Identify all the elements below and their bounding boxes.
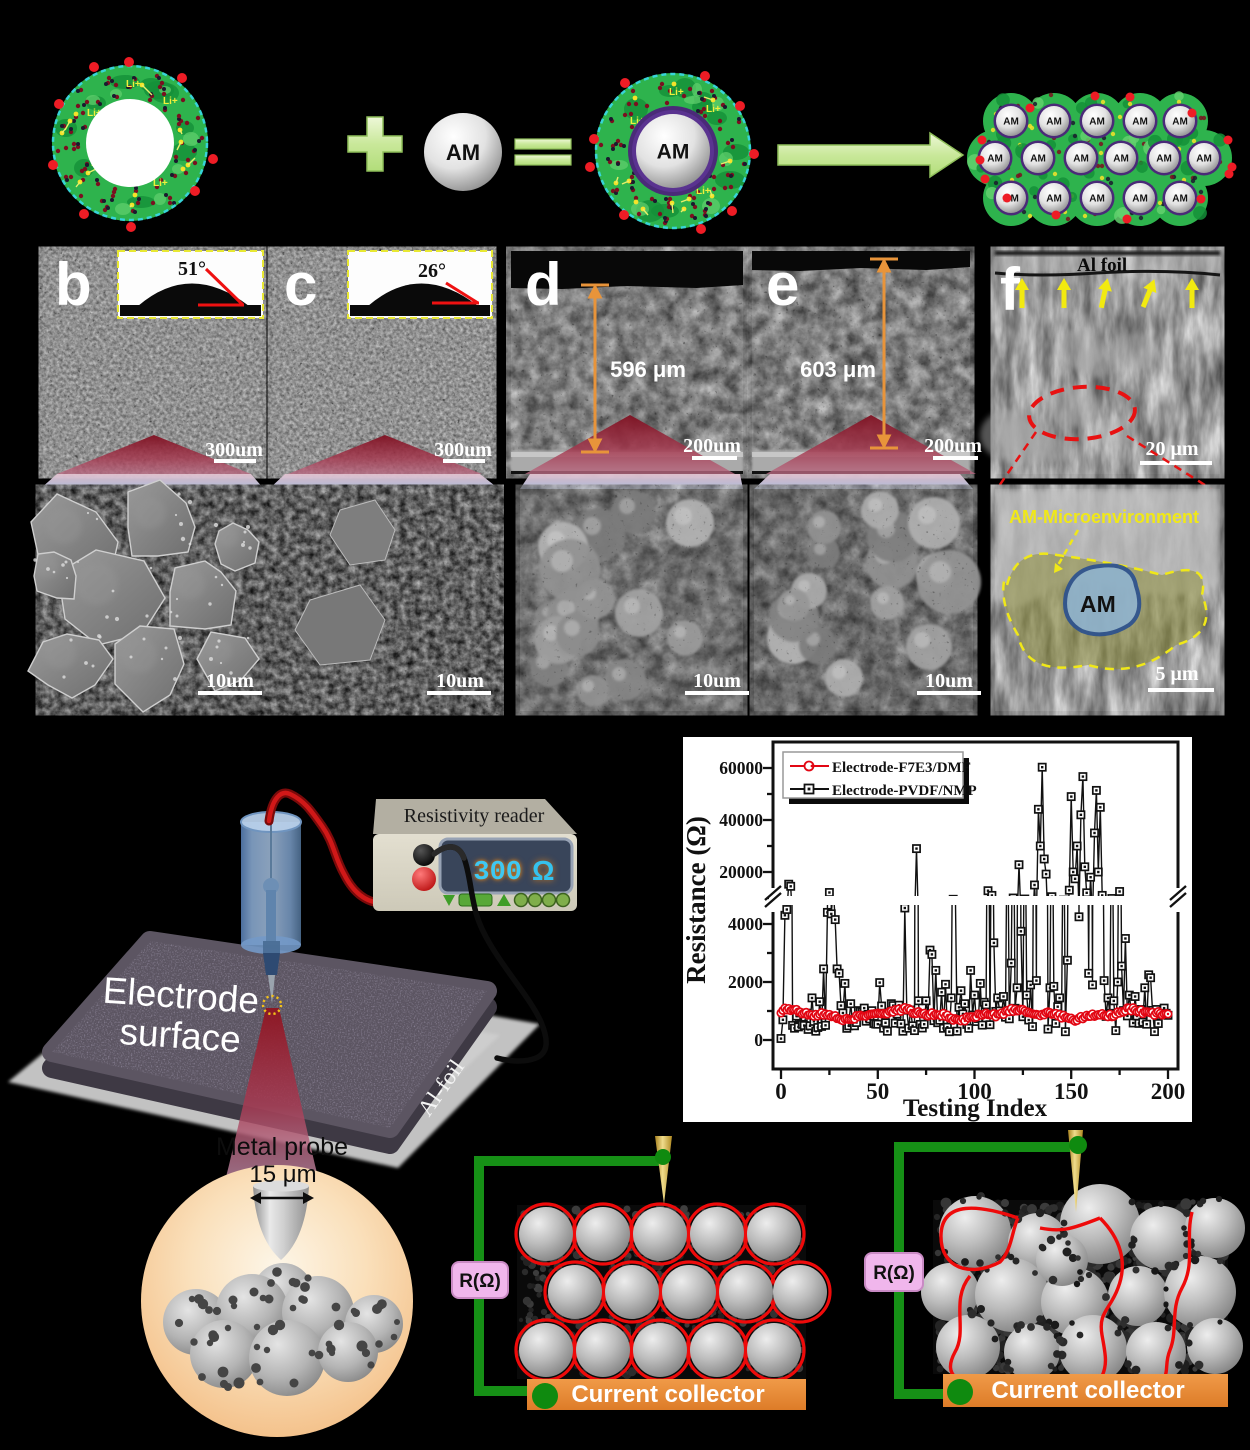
svg-text:200um: 200um xyxy=(683,435,741,457)
svg-text:4000: 4000 xyxy=(728,914,763,934)
svg-text:Metal probe: Metal probe xyxy=(216,1133,348,1161)
svg-text:AM: AM xyxy=(657,141,690,164)
svg-text:AM: AM xyxy=(446,140,480,165)
svg-text:0: 0 xyxy=(775,1079,787,1104)
svg-text:d: d xyxy=(525,251,562,318)
svg-text:AM: AM xyxy=(1003,117,1019,128)
svg-text:100: 100 xyxy=(957,1079,992,1104)
svg-text:AM: AM xyxy=(1089,194,1105,205)
svg-text:Current collector: Current collector xyxy=(991,1377,1184,1404)
svg-text:40000: 40000 xyxy=(719,810,763,830)
svg-text:0: 0 xyxy=(754,1030,763,1050)
svg-text:c: c xyxy=(284,251,317,318)
svg-text:2000: 2000 xyxy=(728,972,763,992)
svg-text:20000: 20000 xyxy=(719,862,763,882)
svg-text:AM: AM xyxy=(1156,154,1172,165)
svg-text:Li+: Li+ xyxy=(87,108,102,119)
svg-text:200: 200 xyxy=(1151,1079,1186,1104)
svg-text:AM: AM xyxy=(1196,154,1212,165)
svg-text:300um: 300um xyxy=(205,439,263,461)
svg-text:Li+: Li+ xyxy=(706,104,721,115)
svg-text:AM: AM xyxy=(1113,154,1129,165)
svg-text:50: 50 xyxy=(866,1079,889,1104)
svg-text:AM: AM xyxy=(1089,117,1105,128)
svg-text:AM: AM xyxy=(1172,117,1188,128)
svg-text:AM: AM xyxy=(1046,194,1062,205)
svg-text:26°: 26° xyxy=(418,260,446,282)
svg-text:Electrode-F7E3/DMF: Electrode-F7E3/DMF xyxy=(832,760,971,776)
svg-text:200um: 200um xyxy=(924,435,982,457)
svg-text:Li+: Li+ xyxy=(669,87,684,98)
svg-text:AM-Microenvironment: AM-Microenvironment xyxy=(1009,507,1199,527)
svg-text:Testing Index: Testing Index xyxy=(903,1095,1048,1122)
svg-text:150: 150 xyxy=(1054,1079,1089,1104)
svg-text:300um: 300um xyxy=(434,439,492,461)
svg-text:Li+: Li+ xyxy=(163,96,178,107)
svg-text:Al foil: Al foil xyxy=(1077,255,1127,276)
svg-text:AM: AM xyxy=(1046,117,1062,128)
svg-text:Ω: Ω xyxy=(532,855,554,886)
svg-text:R(Ω): R(Ω) xyxy=(459,1271,501,1292)
svg-text:Current collector: Current collector xyxy=(571,1381,764,1408)
svg-text:596 μm: 596 μm xyxy=(610,357,686,382)
svg-text:Li+: Li+ xyxy=(153,178,168,189)
svg-text:Electrode-PVDF/NMP: Electrode-PVDF/NMP xyxy=(832,783,977,799)
svg-text:Li+: Li+ xyxy=(126,79,141,90)
svg-text:300: 300 xyxy=(473,858,522,888)
svg-text:15 μm: 15 μm xyxy=(249,1161,316,1188)
svg-text:5 μm: 5 μm xyxy=(1156,663,1199,685)
svg-text:10um: 10um xyxy=(436,670,484,692)
svg-text:AM: AM xyxy=(1132,194,1148,205)
svg-text:b: b xyxy=(55,251,92,318)
svg-text:Li+: Li+ xyxy=(696,186,711,197)
svg-text:AM: AM xyxy=(1073,154,1089,165)
svg-text:Li+: Li+ xyxy=(630,116,645,127)
svg-text:f: f xyxy=(1000,256,1021,323)
svg-text:AM: AM xyxy=(1080,591,1116,617)
svg-text:10um: 10um xyxy=(925,670,973,692)
svg-text:51°: 51° xyxy=(178,258,206,280)
svg-text:AM: AM xyxy=(1172,194,1188,205)
svg-text:20 μm: 20 μm xyxy=(1146,438,1199,460)
svg-text:e: e xyxy=(766,251,799,318)
svg-text:10um: 10um xyxy=(693,670,741,692)
svg-text:603 μm: 603 μm xyxy=(800,357,876,382)
svg-text:AM: AM xyxy=(987,154,1003,165)
svg-text:surface: surface xyxy=(118,1011,242,1060)
svg-text:Resistivity reader: Resistivity reader xyxy=(404,805,545,827)
svg-text:60000: 60000 xyxy=(719,758,763,778)
svg-text:AM: AM xyxy=(1132,117,1148,128)
svg-text:R(Ω): R(Ω) xyxy=(873,1263,915,1284)
svg-text:AM: AM xyxy=(1030,154,1046,165)
svg-text:10um: 10um xyxy=(206,670,254,692)
svg-text:Resistance (Ω): Resistance (Ω) xyxy=(683,816,711,984)
